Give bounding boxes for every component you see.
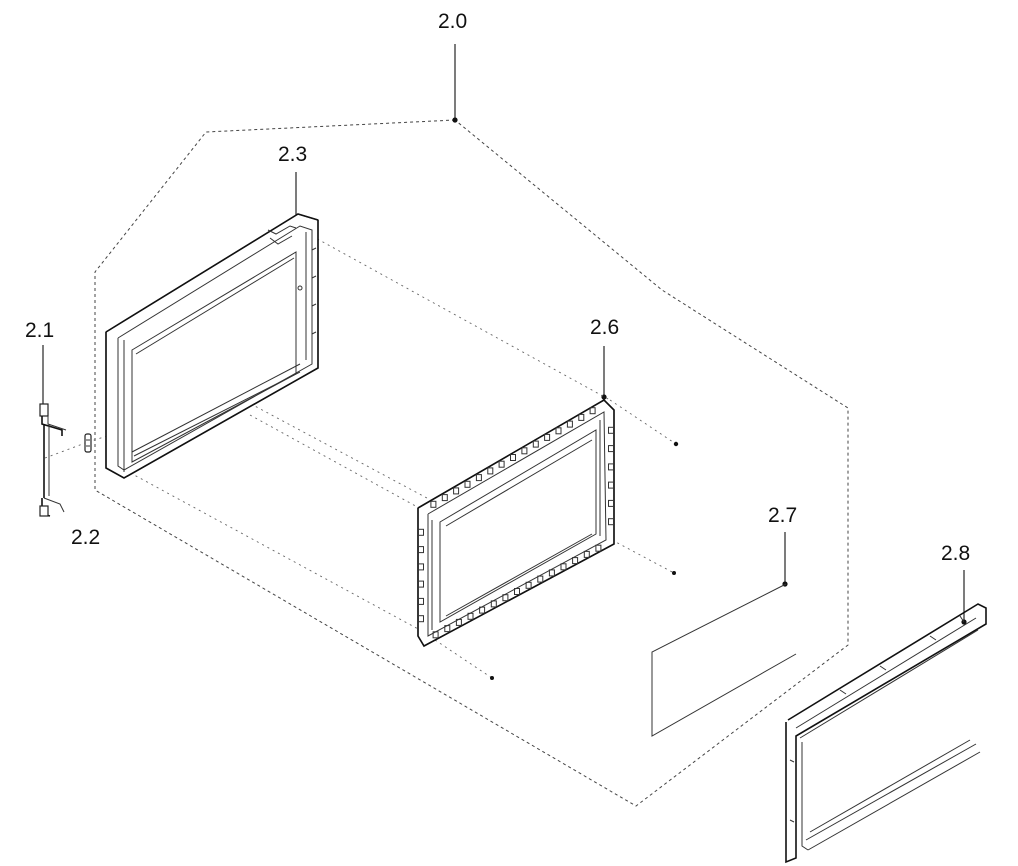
choke-tooth [418, 615, 424, 623]
choke-tooth [444, 625, 451, 633]
clip-part [39, 403, 67, 517]
choke-tooth [498, 460, 505, 468]
choke-frame-teeth [418, 407, 614, 639]
choke-tooth [525, 581, 532, 589]
choke-tooth [560, 563, 567, 571]
choke-tooth [555, 427, 562, 435]
callout-2-0: 2.0 [438, 10, 468, 33]
choke-tooth [608, 445, 614, 453]
choke-tooth [453, 487, 460, 495]
choke-tooth [572, 557, 579, 565]
choke-tooth [418, 597, 424, 605]
choke-tooth [544, 433, 551, 441]
hinge-pin-part [84, 433, 92, 453]
choke-tooth [502, 594, 509, 602]
callout-2-3: 2.3 [278, 143, 308, 166]
choke-tooth [566, 420, 573, 428]
choke-tooth [608, 518, 614, 526]
callout-2-6: 2.6 [590, 316, 620, 339]
callout-2-2: 2.2 [71, 526, 101, 549]
choke-tooth [548, 569, 555, 577]
choke-tooth [432, 631, 439, 639]
choke-tooth [418, 528, 424, 536]
leader-dot-2-0 [452, 117, 458, 123]
choke-frame-part [417, 398, 615, 648]
choke-tooth [589, 407, 596, 415]
choke-tooth [537, 575, 544, 583]
choke-tooth [608, 499, 614, 507]
leader-dot-2-6 [601, 394, 607, 400]
choke-tooth [418, 546, 424, 554]
glass-panel-part [651, 583, 797, 737]
choke-tooth [510, 454, 516, 461]
choke-tooth [479, 606, 486, 614]
choke-tooth [418, 563, 424, 571]
choke-tooth [418, 580, 424, 588]
choke-tooth [521, 447, 528, 455]
choke-tooth [532, 440, 539, 448]
choke-tooth [467, 612, 474, 620]
callout-2-8: 2.8 [941, 542, 971, 565]
choke-tooth [514, 588, 520, 595]
front-frame-part [105, 213, 319, 479]
callout-2-1: 2.1 [25, 319, 55, 342]
choke-tooth [608, 426, 614, 434]
choke-tooth [608, 463, 614, 471]
choke-tooth [583, 550, 590, 558]
choke-tooth [578, 413, 585, 421]
choke-tooth [464, 480, 471, 488]
choke-tooth [595, 544, 602, 552]
choke-tooth [490, 600, 497, 608]
callout-2-7: 2.7 [768, 504, 798, 527]
choke-tooth [475, 474, 482, 482]
assembly-boundary [94, 119, 849, 807]
choke-tooth [487, 467, 494, 475]
choke-tooth [608, 481, 614, 489]
choke-tooth [441, 494, 448, 502]
choke-tooth [430, 500, 437, 508]
choke-tooth [455, 618, 462, 626]
outer-frame-part [785, 603, 987, 864]
